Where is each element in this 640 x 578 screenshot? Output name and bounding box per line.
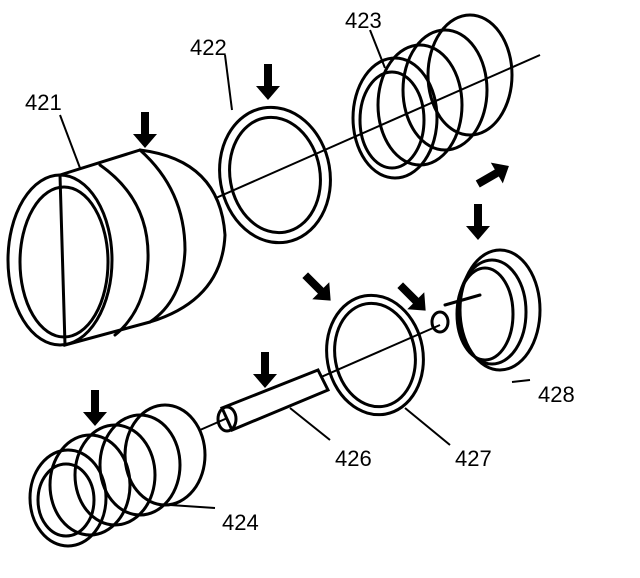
pin-426: [216, 368, 331, 433]
seal-ring-427: [325, 293, 425, 417]
label-424: 424: [222, 510, 259, 535]
seal-ring-422: [218, 105, 332, 245]
piston-421: [6, 148, 227, 347]
label-426: 426: [335, 446, 372, 471]
label-427: 427: [455, 446, 492, 471]
retainer-428: [430, 248, 542, 372]
label-423: 423: [345, 8, 382, 33]
label-421: 421: [25, 90, 62, 115]
label-428: 428: [538, 382, 575, 407]
spring-423: [351, 13, 514, 180]
label-422: 422: [190, 35, 227, 60]
leader-lines: [59, 29, 531, 509]
spring-424: [28, 403, 207, 548]
